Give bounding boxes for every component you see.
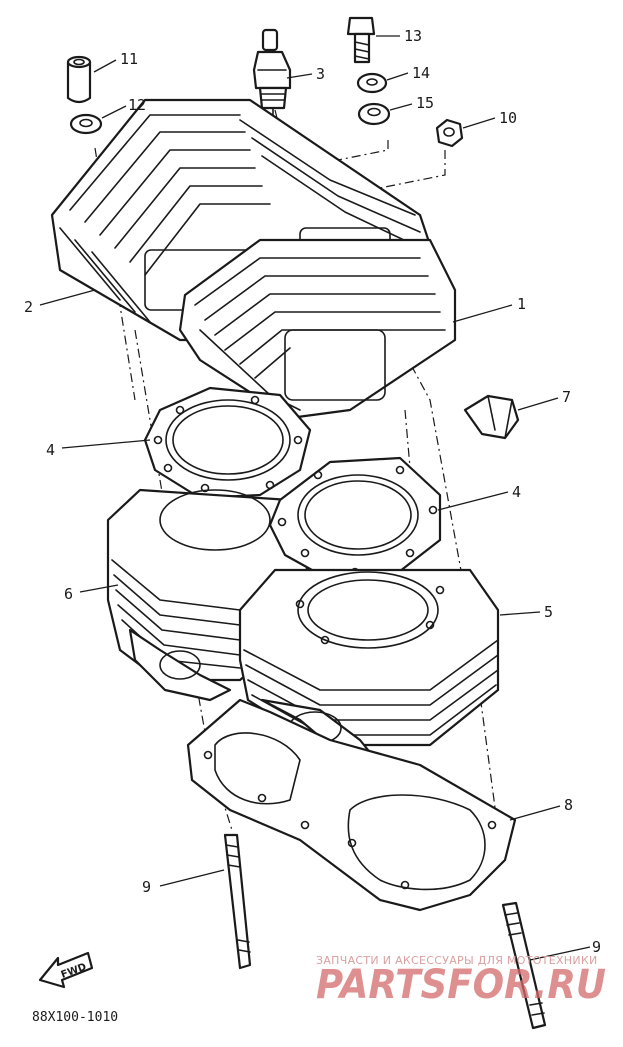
part-4-head-gasket-front <box>268 456 442 582</box>
callout-4-left: 4 <box>46 441 55 459</box>
callout-9-right: 9 <box>592 938 601 956</box>
callout-5: 5 <box>544 603 553 621</box>
leader-lines <box>39 35 591 961</box>
callout-12: 12 <box>128 96 146 114</box>
callouts: 11 12 3 13 14 15 10 2 1 7 4 4 6 5 8 9 9 <box>24 27 601 956</box>
callout-6: 6 <box>64 585 73 603</box>
part-4-head-gasket-rear <box>143 386 312 500</box>
callout-9-left: 9 <box>142 878 151 896</box>
part-15-washer <box>357 102 391 126</box>
watermark-tagline: ЗАПЧАСТИ И АКСЕССУАРЫ ДЛЯ МОТОТЕХНИКИ <box>316 954 598 967</box>
part-1-cylinder-head-front <box>178 238 457 420</box>
part-9-stud-left <box>223 833 252 970</box>
fwd-arrow-icon: FWD <box>38 951 94 989</box>
part-10-nut <box>435 118 464 148</box>
callout-3: 3 <box>316 65 325 83</box>
callout-13: 13 <box>404 27 422 45</box>
callout-8: 8 <box>564 796 573 814</box>
part-3-spark-plug <box>252 28 292 119</box>
part-14-washer <box>356 72 388 94</box>
callout-7: 7 <box>562 388 571 406</box>
part-7-damper <box>463 394 520 440</box>
callout-2: 2 <box>24 298 33 316</box>
watermark-logo: PARTSFOR.RU <box>316 962 606 1008</box>
part-11-dowel <box>66 55 92 104</box>
callout-11: 11 <box>120 50 138 68</box>
callout-14: 14 <box>412 64 430 82</box>
part-12-washer <box>69 113 103 135</box>
part-8-base-gasket <box>186 698 517 912</box>
callout-10: 10 <box>499 109 517 127</box>
callout-1: 1 <box>517 295 526 313</box>
callout-4-right: 4 <box>512 483 521 501</box>
callout-15: 15 <box>416 94 434 112</box>
part-9-stud-right <box>501 901 547 1030</box>
watermark: ЗАПЧАСТИ И АКСЕССУАРЫ ДЛЯ МОТОТЕХНИКИ PA… <box>316 954 606 1008</box>
part-13-bolt <box>346 16 376 64</box>
diagram-code: 88X100-1010 <box>32 1010 118 1025</box>
